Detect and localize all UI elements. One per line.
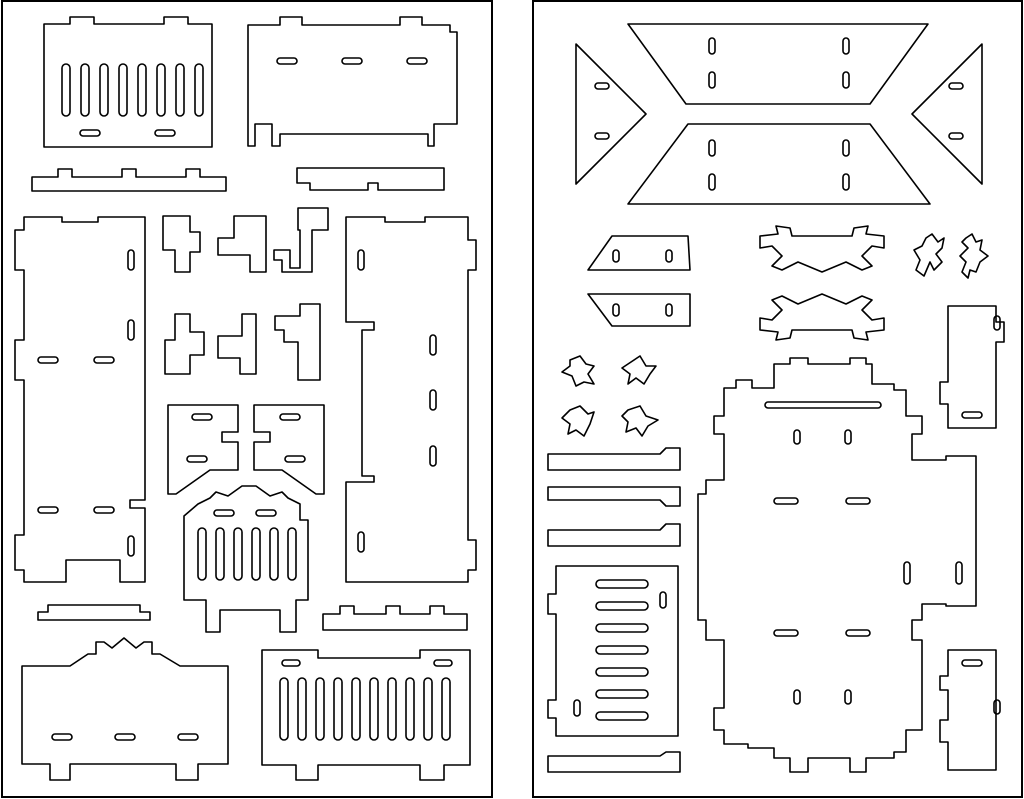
part-tall-panel-right [345, 216, 477, 583]
part-clip-2 [959, 233, 989, 279]
part-angled-tab-2 [587, 293, 691, 327]
part-slotted-panel-side [547, 565, 679, 737]
part-tall-panel-left [14, 216, 146, 583]
part-wing-connector-1 [759, 225, 885, 273]
part-wing-connector-2 [759, 293, 885, 341]
sheet-left-border [1, 0, 493, 798]
part-bracket-4 [164, 313, 205, 375]
sheet-right [532, 0, 1023, 798]
part-angled-tab-1 [587, 235, 691, 271]
part-knot-4 [621, 405, 659, 437]
sheet-left [1, 0, 493, 798]
sheet-right-border [532, 0, 1023, 798]
part-chassis-plate [697, 357, 977, 773]
part-strip-2 [296, 167, 445, 191]
part-roof-body-bottom-left [21, 637, 229, 781]
part-bracket-6 [274, 303, 321, 381]
part-clip-1 [913, 233, 945, 277]
part-knot-1 [561, 355, 595, 387]
part-long-strip-4 [547, 751, 681, 773]
part-angled-plate-right [253, 404, 325, 495]
part-trapezoid-bottom [627, 123, 931, 205]
part-panel-with-legs [247, 16, 458, 147]
part-long-strip-1 [547, 447, 681, 471]
part-strip-4 [322, 605, 468, 631]
part-slotted-panel-top-left [43, 16, 213, 148]
part-knot-3 [561, 405, 595, 437]
part-strip-3 [37, 604, 151, 621]
part-angled-plate-left [167, 404, 239, 495]
part-strip-1 [31, 168, 227, 192]
part-slotted-body-center [183, 485, 309, 633]
part-small-panel-right [939, 305, 1005, 429]
part-trapezoid-top [627, 23, 929, 105]
part-long-strip-2 [547, 486, 681, 507]
part-bracket-2 [217, 215, 267, 273]
part-slotted-panel-bottom-right [261, 649, 471, 781]
part-triangle-left [575, 43, 647, 185]
part-bracket-1 [162, 215, 201, 273]
part-triangle-right [911, 43, 983, 185]
part-bracket-5 [217, 313, 257, 375]
part-small-panel-bottom-right [939, 649, 1001, 771]
part-knot-2 [621, 355, 657, 385]
part-long-strip-3 [547, 523, 681, 547]
part-bracket-3 [273, 207, 329, 273]
